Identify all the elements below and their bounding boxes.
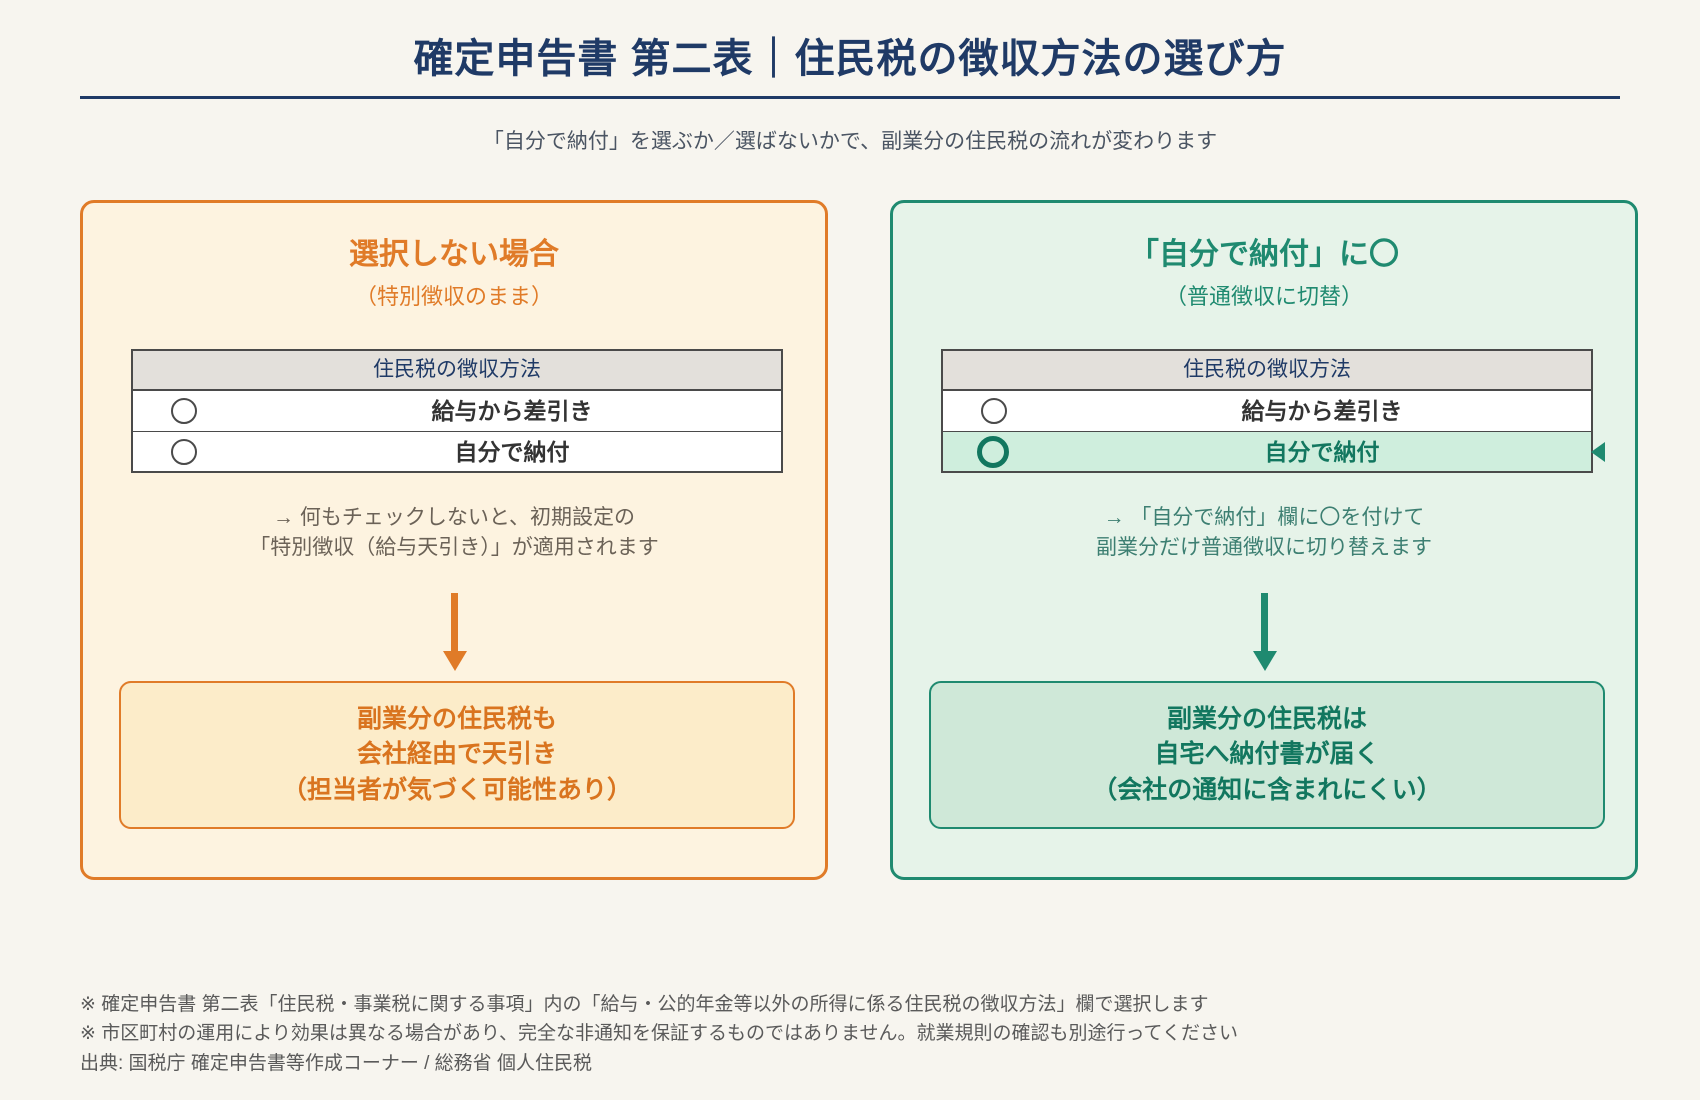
table-row[interactable]: 給与から差引き <box>133 391 781 431</box>
panel-note: → 何もチェックしないと、初期設定の 「特別徴収（給与天引き）」が適用されます <box>83 503 825 564</box>
note-line-2: 副業分だけ普通徴収に切り替えます <box>1096 536 1432 560</box>
footer-notes: ※ 確定申告書 第二表「住民税・事業税に関する事項」内の「給与・公的年金等以外の… <box>80 990 1238 1078</box>
panel-self-payment: 「自分で納付」に〇 （普通徴収に切替） 住民税の徴収方法 給与から差引き 自分で… <box>890 200 1638 880</box>
footer-note-2: ※ 市区町村の運用により効果は異なる場合があり、完全な非通知を保証するものではあ… <box>80 1023 1238 1045</box>
result-line-1: 副業分の住民税も <box>356 704 557 733</box>
circle-marked-icon[interactable] <box>977 436 1009 468</box>
result-box: 副業分の住民税は 自宅へ納付書が届く （会社の通知に含まれにくい） <box>929 681 1605 829</box>
result-box: 副業分の住民税も 会社経由で天引き （担当者が気づく可能性あり） <box>119 681 795 829</box>
circle-icon[interactable] <box>171 398 197 424</box>
page-title: 確定申告書 第二表｜住民税の徴収方法の選び方 <box>413 37 1287 81</box>
table-header: 住民税の徴収方法 <box>133 351 781 391</box>
panel-heading: 「自分で納付」に〇 <box>1129 238 1399 271</box>
panel-not-selected: 選択しない場合 （特別徴収のまま） 住民税の徴収方法 給与から差引き 自分で納付… <box>80 200 828 880</box>
page-subtitle: 「自分で納付」を選ぶか／選ばないかで、副業分の住民税の流れが変わります <box>482 130 1218 153</box>
table-row-selected[interactable]: 自分で納付 <box>943 431 1605 471</box>
panel-note: → 「自分で納付」欄に〇を付けて 副業分だけ普通徴収に切り替えます <box>893 503 1635 564</box>
panel-heading: 選択しない場合 <box>349 238 559 271</box>
row-label: 自分で納付 <box>1264 439 1380 465</box>
result-line-3: （会社の通知に含まれにくい） <box>1092 775 1442 804</box>
table-row[interactable]: 給与から差引き <box>943 391 1591 431</box>
arrow-head <box>1253 651 1277 671</box>
collection-method-table: 住民税の徴収方法 給与から差引き 自分で納付 <box>131 349 783 473</box>
flow-arrow-down-icon <box>1253 593 1277 671</box>
circle-icon[interactable] <box>171 439 197 465</box>
result-line-2: 自宅へ納付書が届く <box>1154 740 1380 769</box>
footer-note-1: ※ 確定申告書 第二表「住民税・事業税に関する事項」内の「給与・公的年金等以外の… <box>80 994 1209 1015</box>
result-line-2: 会社経由で天引き <box>356 740 557 769</box>
result-line-1: 副業分の住民税は <box>1166 704 1367 733</box>
note-line-1: → 何もチェックしないと、初期設定の <box>273 506 635 529</box>
note-line-2: 「特別徴収（給与天引き）」が適用されます <box>249 536 659 560</box>
panel-subheading: （特別徴収のまま） <box>354 284 553 309</box>
footer-source: 出典: 国税庁 確定申告書等作成コーナー / 総務省 個人住民税 <box>80 1052 592 1074</box>
row-label: 自分で納付 <box>454 439 570 465</box>
result-line-3: （担当者が気づく可能性あり） <box>281 775 632 804</box>
arrow-stem <box>450 593 458 651</box>
title-divider <box>80 96 1620 99</box>
row-pointer-triangle-icon <box>1591 442 1605 462</box>
circle-icon[interactable] <box>981 398 1007 424</box>
collection-method-table: 住民税の徴収方法 給与から差引き 自分で納付 <box>941 349 1605 473</box>
table-header: 住民税の徴収方法 <box>943 351 1591 391</box>
table-row[interactable]: 自分で納付 <box>133 431 781 471</box>
panel-subheading: （普通徴収に切替） <box>1164 284 1363 309</box>
flow-arrow-down-icon <box>443 593 467 671</box>
arrow-head <box>443 651 467 671</box>
row-label: 給与から差引き <box>1241 398 1403 424</box>
arrow-stem <box>1260 593 1268 651</box>
row-label: 給与から差引き <box>431 398 593 424</box>
note-line-1: → 「自分で納付」欄に〇を付けて <box>1103 506 1425 529</box>
